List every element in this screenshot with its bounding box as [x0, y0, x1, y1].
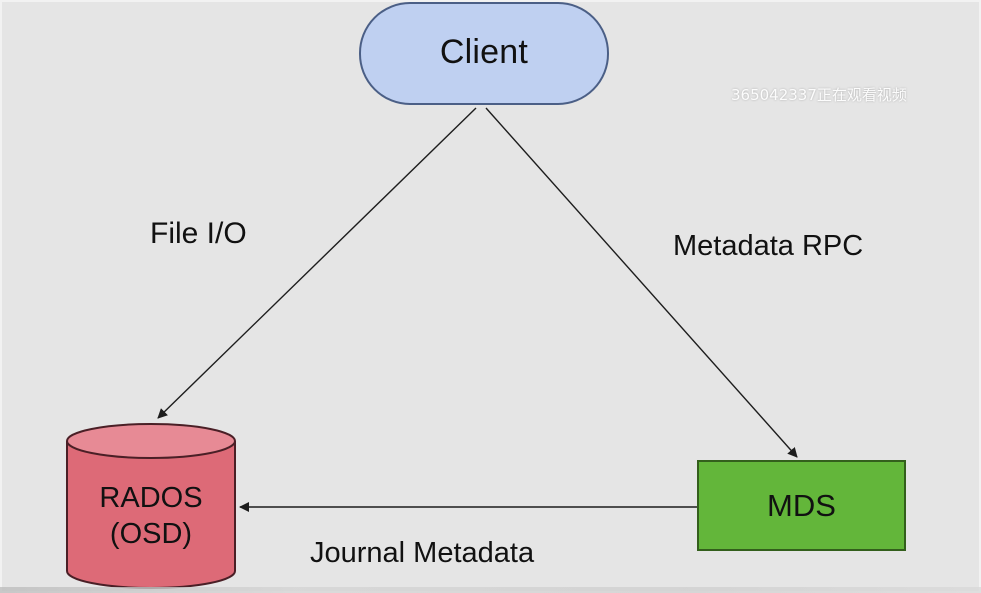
rados-label: RADOS (OSD): [67, 480, 235, 553]
mds-label: MDS: [767, 488, 836, 523]
watermark-overlay: 365042337正在观看视频: [731, 86, 907, 104]
client-label: Client: [439, 33, 529, 71]
file-io-arrow: [157, 107, 477, 419]
metadata-rpc-arrow: [485, 107, 798, 458]
mds-node: [697, 460, 906, 551]
client-node: [359, 2, 609, 105]
bottom-strip: [0, 587, 981, 593]
file-io-label: File I/O: [150, 217, 247, 250]
rados-label-line2: (OSD): [109, 518, 193, 551]
metadata-rpc-label: Metadata RPC: [673, 230, 864, 262]
rados-label-line1: RADOS: [99, 482, 203, 514]
journal-metadata-label: Journal Metadata: [310, 537, 535, 569]
